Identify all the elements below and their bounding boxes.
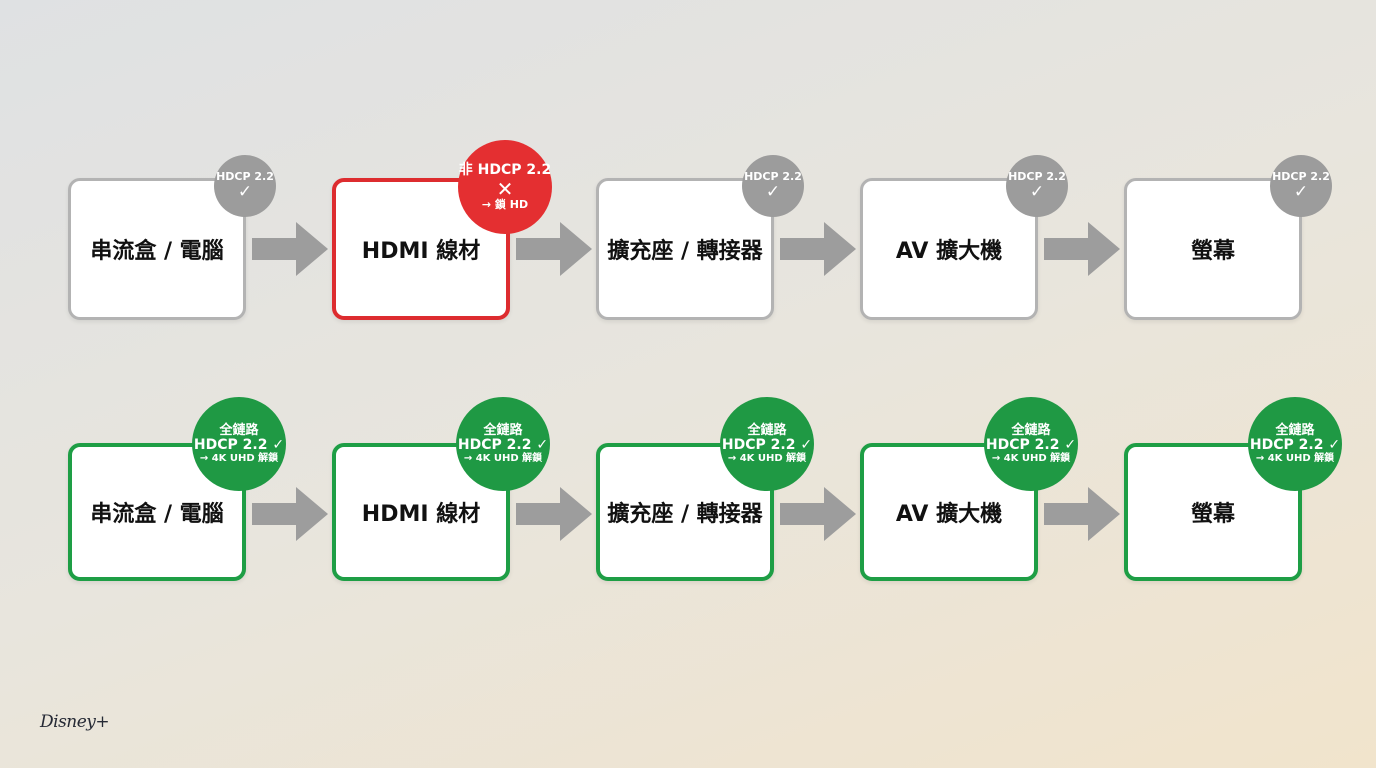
full-chain-badge: 全鏈路 HDCP 2.2 ✓ → 4K UHD 解鎖: [984, 397, 1078, 491]
badge-line-3: → 4K UHD 解鎖: [199, 453, 279, 465]
badge-line-2: HDCP 2.2 ✓: [457, 436, 549, 453]
brand-logo: Disney+: [40, 712, 110, 732]
badge-line-2: HDCP 2.2 ✓: [721, 436, 813, 453]
full-chain-badge: 全鏈路 HDCP 2.2 ✓ → 4K UHD 解鎖: [1248, 397, 1342, 491]
device-label: 螢幕: [1190, 502, 1235, 527]
device-label: AV 擴大機: [895, 239, 1003, 264]
badge-line-1: 全鏈路: [483, 422, 523, 438]
badge-text: HDCP 2.2: [1272, 169, 1330, 183]
full-chain-badge: 全鏈路 HDCP 2.2 ✓ → 4K UHD 解鎖: [192, 397, 286, 491]
arrow-right-icon: [780, 487, 856, 541]
badge-line-1: 全鏈路: [747, 422, 787, 438]
device-label: 擴充座 / 轉接器: [607, 502, 763, 527]
badge-text: 非 HDCP 2.2: [458, 162, 552, 179]
arrow-right-icon: [516, 222, 592, 276]
device-box-av-receiver: AV 擴大機: [860, 178, 1038, 320]
device-label: 螢幕: [1190, 239, 1235, 264]
check-icon: ✓: [765, 182, 781, 203]
hdcp-ok-badge: HDCP 2.2 ✓: [742, 155, 804, 217]
device-label: HDMI 線材: [361, 502, 481, 527]
badge-text: HDCP 2.2: [744, 169, 802, 183]
check-icon: ✓: [237, 182, 253, 203]
badge-line-3: → 4K UHD 解鎖: [1255, 453, 1335, 465]
bottom-signal-chain: 串流盒 / 電腦 全鏈路 HDCP 2.2 ✓ → 4K UHD 解鎖 HDMI…: [0, 395, 1376, 595]
badge-text: HDCP 2.2: [1008, 169, 1066, 183]
cross-icon: ✕: [496, 176, 514, 201]
hdcp-ok-badge: HDCP 2.2 ✓: [1270, 155, 1332, 217]
arrow-right-icon: [252, 222, 328, 276]
arrow-right-icon: [1044, 222, 1120, 276]
logo-text: Disney+: [40, 712, 110, 732]
hdcp-ok-badge: HDCP 2.2 ✓: [214, 155, 276, 217]
full-chain-badge: 全鏈路 HDCP 2.2 ✓ → 4K UHD 解鎖: [720, 397, 814, 491]
device-box-dock-adapter: 擴充座 / 轉接器: [596, 178, 774, 320]
badge-line-2: HDCP 2.2 ✓: [1249, 436, 1341, 453]
top-signal-chain: 串流盒 / 電腦 HDCP 2.2 ✓ HDMI 線材 非 HDCP 2.2 ✕…: [0, 140, 1376, 350]
device-label: 串流盒 / 電腦: [90, 502, 224, 527]
badge-line-3: → 4K UHD 解鎖: [991, 453, 1071, 465]
arrow-right-icon: [252, 487, 328, 541]
device-box-display: 螢幕: [1124, 178, 1302, 320]
full-chain-badge: 全鏈路 HDCP 2.2 ✓ → 4K UHD 解鎖: [456, 397, 550, 491]
device-label: 串流盒 / 電腦: [90, 239, 224, 264]
hdcp-fail-badge: 非 HDCP 2.2 ✕ → 鎖 HD: [458, 140, 552, 234]
badge-subtext: → 鎖 HD: [481, 197, 529, 211]
device-box-streaming-box: 串流盒 / 電腦: [68, 178, 246, 320]
badge-line-3: → 4K UHD 解鎖: [727, 453, 807, 465]
badge-line-2: HDCP 2.2 ✓: [985, 436, 1077, 453]
arrow-right-icon: [1044, 487, 1120, 541]
badge-line-1: 全鏈路: [219, 422, 259, 438]
hdcp-ok-badge: HDCP 2.2 ✓: [1006, 155, 1068, 217]
arrow-right-icon: [780, 222, 856, 276]
device-label: AV 擴大機: [895, 502, 1003, 527]
badge-line-1: 全鏈路: [1011, 422, 1051, 438]
check-icon: ✓: [1293, 182, 1309, 203]
badge-text: HDCP 2.2: [216, 169, 274, 183]
check-icon: ✓: [1029, 182, 1045, 203]
badge-line-3: → 4K UHD 解鎖: [463, 453, 543, 465]
badge-line-2: HDCP 2.2 ✓: [193, 436, 285, 453]
badge-line-1: 全鏈路: [1275, 422, 1315, 438]
device-label: HDMI 線材: [361, 239, 481, 264]
device-box-streaming-box: 串流盒 / 電腦: [68, 443, 246, 581]
device-label: 擴充座 / 轉接器: [607, 239, 763, 264]
arrow-right-icon: [516, 487, 592, 541]
